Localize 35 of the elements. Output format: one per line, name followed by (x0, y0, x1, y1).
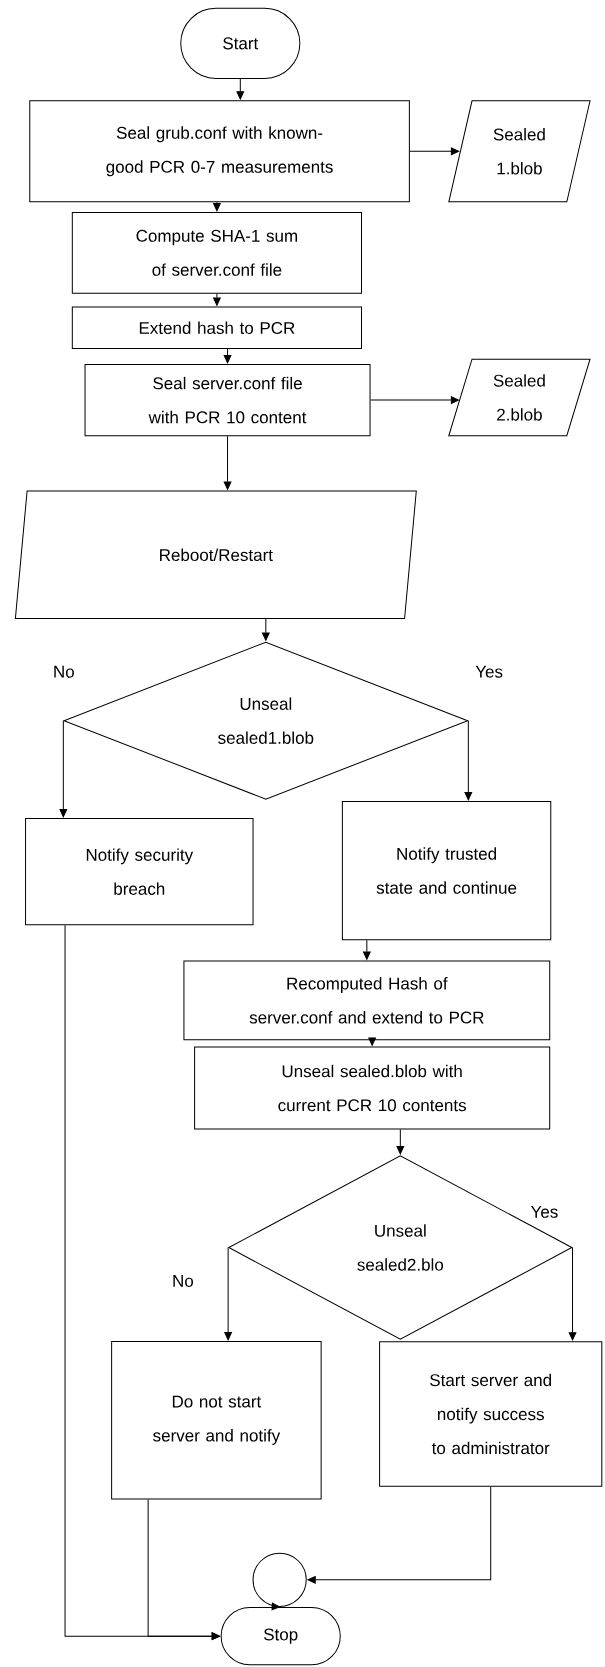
arrow (368, 1037, 376, 1046)
arrow (213, 201, 221, 212)
process-box: Seal grub.conf with known-good PCR 0-7 measurements (29, 100, 410, 203)
arrow (307, 1486, 492, 1584)
data-parallelogram: Sealed 2.blob (448, 358, 591, 437)
data-parallelogram: Reboot/Restart (14, 490, 417, 620)
process-box: Extend hash to PCR (71, 306, 362, 350)
arrow (224, 1247, 232, 1341)
arrow (236, 78, 245, 100)
arrow (261, 618, 270, 641)
arrow (147, 1499, 220, 1640)
process-box: Notify trusted state and continue (341, 801, 552, 941)
arrow (59, 720, 68, 818)
arrow (223, 348, 232, 364)
process-box: Unseal sealed.blob with current PCR 10 contents (194, 1046, 551, 1130)
arrow (568, 1247, 577, 1341)
process-box: Seal server.conf file with PCR 10 content (84, 364, 371, 437)
process-box: Recomputed Hash of server.conf and extend to PCR (183, 960, 551, 1041)
arrow (409, 147, 460, 156)
branch-label: No (54, 665, 74, 678)
arrow (213, 293, 221, 306)
arrow (223, 435, 232, 490)
process-box: Notify security breach (25, 818, 254, 926)
data-parallelogram: Sealed 1.blob (448, 100, 591, 203)
arrow (464, 720, 473, 801)
arrow (396, 1129, 405, 1155)
connector-circle (252, 1552, 307, 1607)
arrow (271, 1602, 281, 1611)
process-box: Do not start server and notify (111, 1341, 322, 1500)
branch-label: No (173, 1275, 194, 1287)
process-box: Compute SHA-1 sum of server.conf file (71, 211, 362, 294)
arrow (363, 939, 371, 960)
branch-label: Yes (530, 1206, 558, 1218)
arrow (370, 396, 460, 404)
process-box: Start server and notify success to administrator (379, 1341, 603, 1487)
